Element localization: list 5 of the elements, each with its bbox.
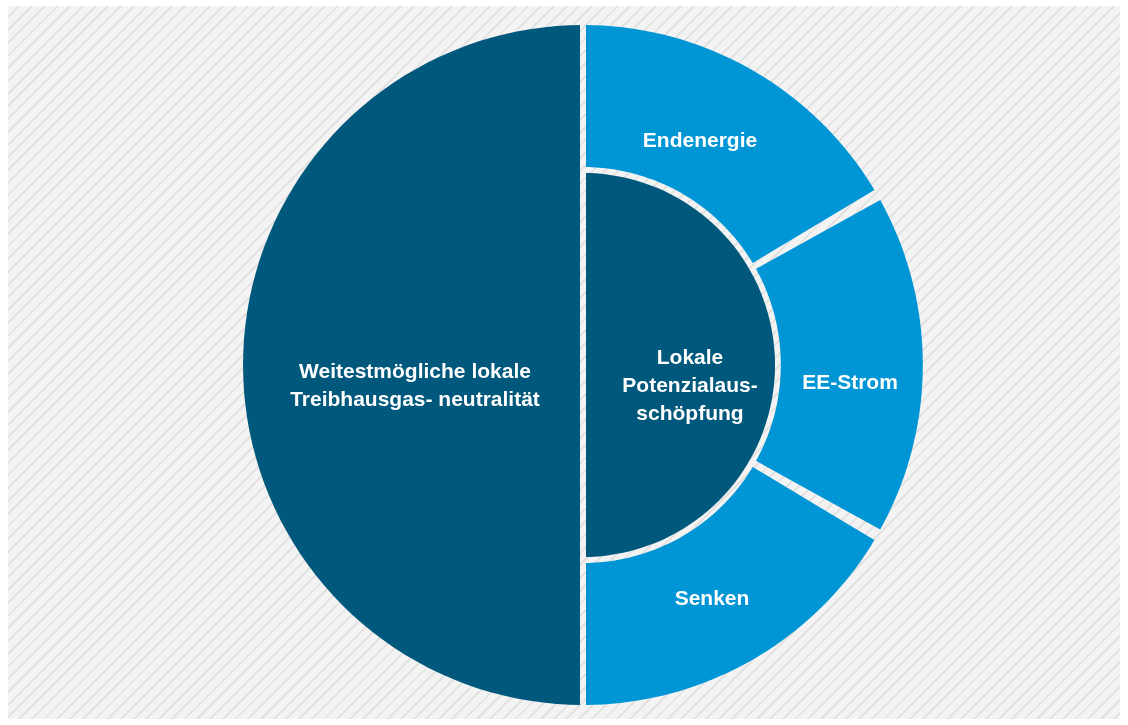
segment-label: Weitestmögliche lokale Treibhausgas- neutralität: [290, 358, 540, 412]
segment-label: Lokale Potenzialaus- schöpfung: [621, 344, 759, 426]
segment-label: Senken: [673, 585, 751, 611]
segment-label: Endenergie: [641, 127, 759, 153]
segment-label: EE-Strom: [801, 369, 899, 395]
